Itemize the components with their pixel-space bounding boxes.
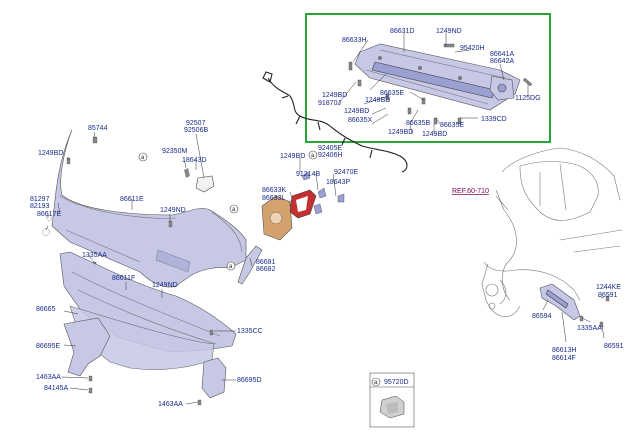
mud-guard-left-illustration [63, 317, 111, 377]
part-label-86613h[interactable]: 86613H [552, 347, 577, 354]
part-label-18643d[interactable]: 18643D [182, 157, 207, 164]
mud-guard-right-illustration [201, 357, 227, 399]
part-label-1249nd-low[interactable]: 1249ND [152, 282, 178, 289]
part-label-95720d[interactable]: 95720D [384, 379, 409, 386]
part-label-92405e[interactable]: 92405E [318, 145, 342, 152]
part-label-1463aa-a[interactable]: 1463AA [36, 374, 61, 381]
circle-a-marker: a [371, 377, 381, 387]
side-screws-illustration [579, 295, 610, 328]
leader-lines [45, 33, 605, 405]
svg-text:a: a [229, 264, 233, 270]
undercover-illustration [69, 305, 215, 370]
part-label-1249bd-b[interactable]: 1249BD [365, 97, 390, 104]
side-bracket-illustration [539, 283, 581, 321]
part-label-1335cc[interactable]: 1335CC [237, 328, 263, 335]
screws-illustration [348, 43, 462, 125]
part-label-95420h[interactable]: 95420H [460, 45, 485, 52]
right-labels: REF.60-710 1244KE 86591 86594 1335AA 866… [452, 188, 624, 362]
part-label-1249bd-e[interactable]: 1249BD [422, 131, 447, 138]
bolt-1125dg-icon [522, 77, 533, 87]
part-label-1249bd-a[interactable]: 1249BD [322, 92, 347, 99]
wiring-harness-illustration [262, 71, 408, 173]
highlight-box [305, 13, 551, 143]
lamp-bracket-illustration [184, 168, 215, 193]
sensor-housing-illustration [289, 189, 317, 219]
part-label-1339cd[interactable]: 1339CD [481, 116, 507, 123]
part-label-1249bd-d[interactable]: 1249BD [388, 129, 413, 136]
part-label-1249nd-mid[interactable]: 1249ND [160, 207, 186, 214]
rear-reflector-illustration [237, 245, 263, 285]
part-label-86633l[interactable]: 86633L [262, 195, 285, 202]
main-labels: 85744 1249BD 92507 92506B 92350M 18643D … [30, 120, 409, 408]
part-label-1244ke[interactable]: 1244KE [596, 284, 621, 291]
part-label-1125dg[interactable]: 1125DG [515, 95, 541, 102]
part-label-81297[interactable]: 81297 [30, 196, 50, 203]
part-label-1463aa-b[interactable]: 1463AA [158, 401, 183, 408]
part-label-86611e[interactable]: 86611E [120, 196, 144, 203]
part-label-92470e[interactable]: 92470E [334, 169, 358, 176]
part-label-86635e-b[interactable]: 86635E [440, 122, 464, 129]
sensor-bracket-illustration [261, 195, 293, 241]
part-label-86635x[interactable]: 86635X [348, 117, 372, 124]
beam-bracket-illustration [489, 75, 515, 101]
part-label-92406h[interactable]: 92406H [318, 152, 343, 159]
svg-text:a: a [232, 207, 236, 213]
part-label-86682[interactable]: 86682 [256, 266, 276, 273]
part-label-86665[interactable]: 86665 [36, 306, 56, 313]
part-label-86591-a[interactable]: 86591 [598, 292, 618, 299]
part-label-1335aa-left[interactable]: 1335AA [82, 252, 107, 259]
circle-a-marker: a [308, 150, 318, 160]
part-label-92507[interactable]: 92507 [186, 120, 206, 127]
part-label-1335aa-right[interactable]: 1335AA [577, 325, 602, 332]
part-label-92506b[interactable]: 92506B [184, 127, 208, 134]
vehicle-body-outline [481, 147, 623, 317]
part-label-86681[interactable]: 86681 [256, 259, 276, 266]
lower-screws-illustration [88, 329, 214, 406]
part-label-85744[interactable]: 85744 [88, 125, 108, 132]
part-label-86641a[interactable]: 86641A [490, 51, 514, 58]
part-label-86642a[interactable]: 86642A [490, 58, 514, 65]
part-label-91870j[interactable]: 91870J [318, 100, 341, 107]
part-label-1249nd[interactable]: 1249ND [436, 28, 462, 35]
circle-a-marker: a [229, 204, 239, 214]
part-label-86631d[interactable]: 86631D [390, 28, 415, 35]
part-label-86633h[interactable]: 86633H [342, 37, 367, 44]
svg-text:a: a [374, 380, 378, 386]
part-label-86594[interactable]: 86594 [532, 313, 552, 320]
part-label-92350m[interactable]: 92350M [162, 148, 187, 155]
circle-a-marker: a [226, 261, 236, 271]
part-label-1249bd-c[interactable]: 1249BD [344, 108, 369, 115]
part-label-1249bd-mid[interactable]: 1249BD [280, 153, 305, 160]
rear-bumper-cover-illustration [51, 129, 247, 288]
part-label-86591-b[interactable]: 86591 [604, 343, 624, 350]
part-label-82193[interactable]: 82193 [30, 203, 50, 210]
part-label-86633k[interactable]: 86633K [262, 187, 286, 194]
part-label-86614f[interactable]: 86614F [552, 355, 576, 362]
part-label-84145a[interactable]: 84145A [44, 385, 68, 392]
svg-text:a: a [311, 153, 315, 159]
part-label-86635b[interactable]: 86635B [406, 120, 430, 127]
ref-link-60-710[interactable]: REF.60-710 [452, 188, 489, 195]
svg-text:a: a [141, 155, 145, 161]
part-label-18643p[interactable]: 18643P [326, 179, 350, 186]
circle-a-marker: a [138, 152, 148, 162]
part-label-86611f[interactable]: 86611F [112, 275, 135, 282]
highlight-box-labels: 86633H 86631D 1249ND 95420H 86641A 86642… [318, 28, 541, 138]
clip-illustration [301, 171, 345, 215]
part-label-1249bd-left[interactable]: 1249BD [38, 150, 63, 157]
part-label-86695e[interactable]: 86695E [36, 343, 60, 350]
part-label-91214b[interactable]: 91214B [296, 171, 320, 178]
part-label-86695d[interactable]: 86695D [237, 377, 262, 384]
part-label-86635e-a[interactable]: 86635E [380, 90, 404, 97]
part-label-86617e[interactable]: 86617E [37, 211, 61, 218]
